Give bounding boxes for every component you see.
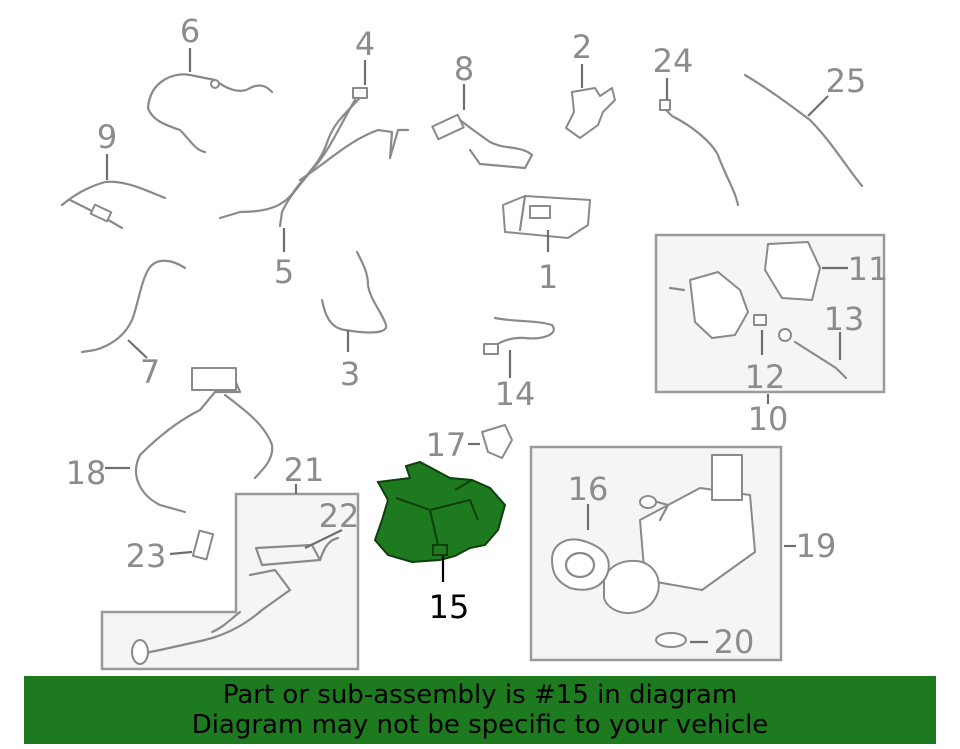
part-18-hose[interactable] <box>135 367 274 514</box>
part-19-cooler[interactable] <box>603 454 756 615</box>
part-3-hose[interactable] <box>320 250 388 334</box>
callout-6: 6 <box>180 12 200 50</box>
callout-11: 11 <box>848 250 889 288</box>
info-banner: Part or sub-assembly is #15 in diagram D… <box>24 676 936 744</box>
part-21-22-assembly[interactable] <box>131 536 340 665</box>
callout-15: 15 <box>429 588 470 626</box>
part-14-hose[interactable] <box>483 316 555 355</box>
callout-10: 10 <box>748 400 789 438</box>
callout-22: 22 <box>319 497 360 535</box>
banner-line-2: Diagram may not be specific to your vehi… <box>191 710 769 740</box>
part-15-highlighted[interactable] <box>373 460 507 564</box>
callout-20: 20 <box>714 623 755 661</box>
callout-18: 18 <box>66 454 107 492</box>
callout-14: 14 <box>495 375 536 413</box>
part-23-sensor[interactable] <box>191 529 215 561</box>
callout-8: 8 <box>454 50 474 88</box>
part-2-bracket[interactable] <box>565 87 616 139</box>
callout-5: 5 <box>274 253 294 291</box>
part-8-sensor[interactable] <box>431 113 534 170</box>
callout-1: 1 <box>538 258 558 296</box>
part-25-sensor[interactable] <box>743 73 864 188</box>
group-box-21 <box>100 492 360 671</box>
part-16-gasket[interactable] <box>551 538 610 591</box>
part-24-sensor[interactable] <box>659 99 740 207</box>
callout-23: 23 <box>126 537 167 575</box>
part-10-assembly[interactable] <box>668 241 848 380</box>
part-6-harness[interactable] <box>146 73 274 154</box>
callout-16: 16 <box>568 470 609 508</box>
callout-3: 3 <box>340 355 360 393</box>
part-17-sensor[interactable] <box>481 424 513 459</box>
callout-25: 25 <box>826 62 867 100</box>
callout-21: 21 <box>284 451 325 489</box>
callout-19: 19 <box>796 527 837 565</box>
part-1-canister[interactable] <box>502 194 591 239</box>
leader-lines <box>105 48 848 644</box>
part-4-5-harness[interactable] <box>218 87 410 228</box>
part-15-body[interactable] <box>373 460 507 564</box>
callout-12: 12 <box>745 358 786 396</box>
banner-line-1: Part or sub-assembly is #15 in diagram <box>222 680 738 710</box>
callout-7: 7 <box>140 353 160 391</box>
callout-4: 4 <box>355 25 375 63</box>
callout-13: 13 <box>824 300 865 338</box>
part-20-ring[interactable] <box>655 632 687 648</box>
callout-9: 9 <box>97 118 117 156</box>
callout-24: 24 <box>653 42 694 80</box>
callout-17: 17 <box>426 426 467 464</box>
part-9-sensor[interactable] <box>60 180 167 230</box>
callout-2: 2 <box>572 28 592 66</box>
part-7-pipe[interactable] <box>80 259 187 354</box>
